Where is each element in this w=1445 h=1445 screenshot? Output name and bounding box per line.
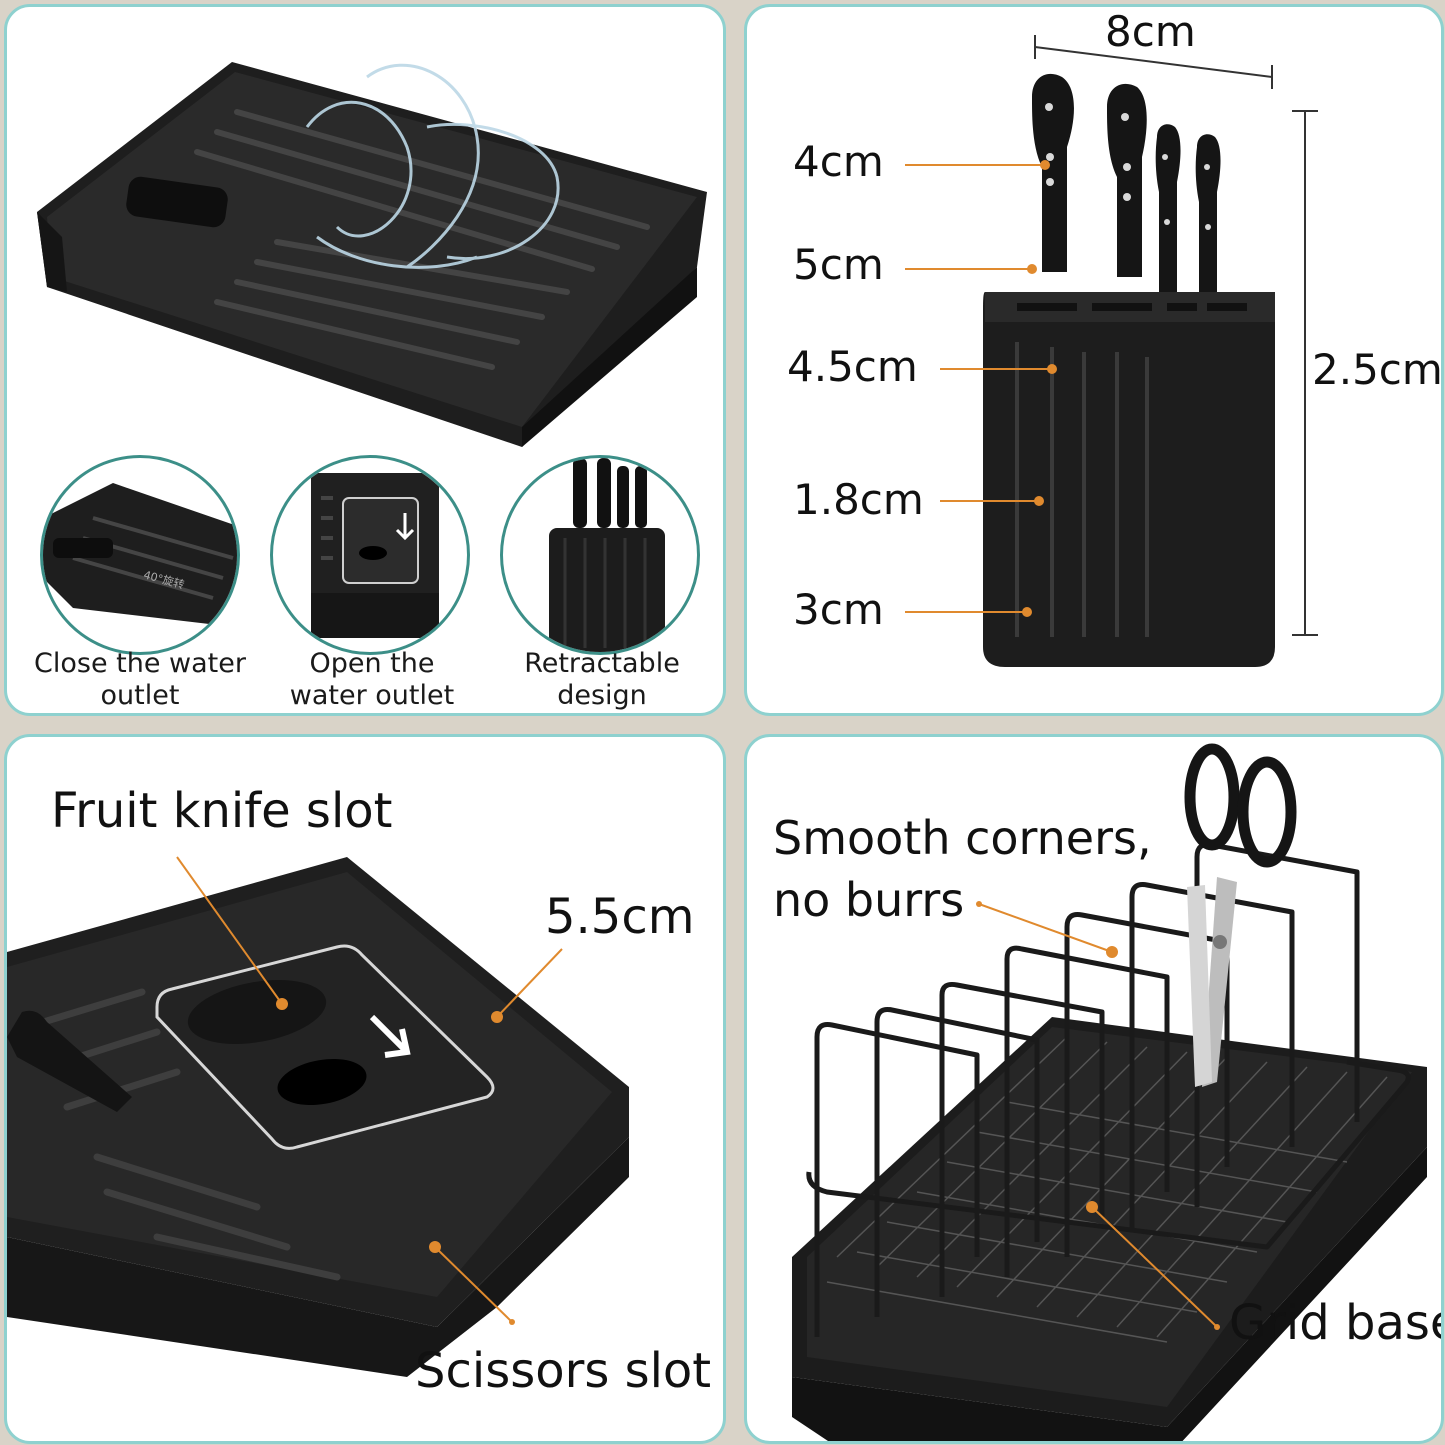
slot-label-5: 3cm bbox=[793, 585, 884, 634]
smooth-corners-label: Smooth corners, no burrs bbox=[773, 807, 1152, 931]
slot-label-4: 1.8cm bbox=[793, 475, 924, 524]
height-dimension-label: 2.5cm bbox=[1312, 345, 1443, 394]
dish-rack-illustration bbox=[792, 743, 1427, 1441]
open-outlet-detail bbox=[270, 455, 470, 655]
tray-closeup-illustration bbox=[7, 856, 629, 1377]
caption-open-line2: water outlet bbox=[289, 680, 455, 711]
knife-block-illustration bbox=[905, 35, 1318, 667]
width-dimension-label: 8cm bbox=[1105, 7, 1196, 56]
panel-tray-features: 40°旋转 Close the water outlet Open the wa… bbox=[4, 4, 726, 716]
tray-depth-label: 5.5cm bbox=[545, 889, 695, 945]
slot-label-2: 5cm bbox=[793, 240, 884, 289]
scissors-slot-label: Scissors slot bbox=[415, 1343, 712, 1399]
panel-rack-features: Smooth corners, no burrs Grid base bbox=[744, 734, 1444, 1444]
caption-close-line1: Close the water bbox=[34, 648, 246, 679]
caption-open-line1: Open the bbox=[309, 648, 435, 679]
retractable-design-detail bbox=[500, 455, 700, 655]
caption-retractable-line1: Retractable bbox=[524, 648, 680, 679]
smooth-corners-line1: Smooth corners, bbox=[773, 811, 1152, 865]
smooth-corners-line2: no burrs bbox=[773, 873, 965, 927]
panel-tray-slots: Fruit knife slot 5.5cm Scissors slot bbox=[4, 734, 726, 1444]
slot-label-3: 4.5cm bbox=[787, 342, 918, 391]
caption-retractable: Retractable design bbox=[477, 648, 723, 712]
caption-retractable-line2: design bbox=[557, 680, 647, 711]
fruit-knife-slot-label: Fruit knife slot bbox=[51, 783, 393, 839]
grid-base-label: Grid base bbox=[1229, 1295, 1444, 1351]
slot-label-1: 4cm bbox=[793, 137, 884, 186]
panel-knife-block-dimensions: 8cm 2.5cm 4cm 5cm 4.5cm 1.8cm 3cm bbox=[744, 4, 1444, 716]
caption-open-outlet: Open the water outlet bbox=[247, 648, 497, 712]
caption-close-outlet: Close the water outlet bbox=[15, 648, 265, 712]
closed-outlet-detail: 40°旋转 bbox=[40, 455, 240, 655]
drip-tray-illustration bbox=[37, 62, 707, 447]
caption-close-line2: outlet bbox=[100, 680, 180, 711]
